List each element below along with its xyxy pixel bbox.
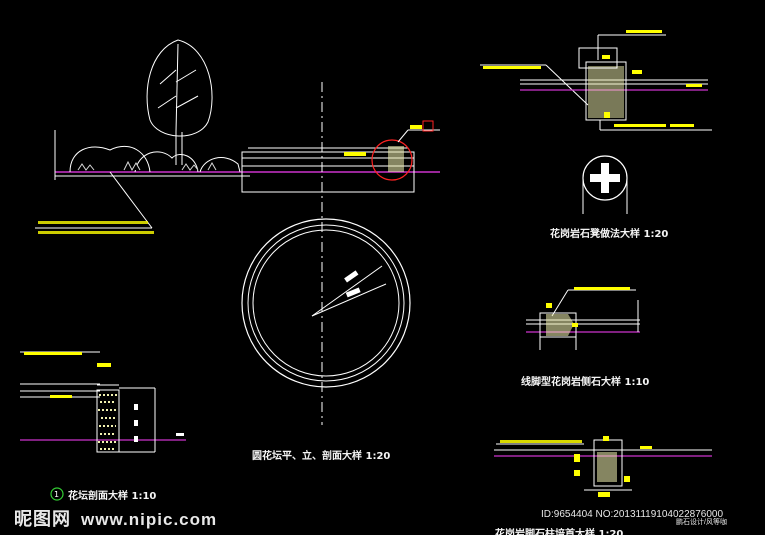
granite-curb-title: 线脚型花岗岩侧石大样 1:10 <box>521 375 649 388</box>
watermark-id-line: ID:9654404 NO:20131119104022876000 <box>541 509 724 520</box>
round-bed-title: 圆花坛平、立、剖面大样 1:20 <box>252 449 390 462</box>
granite-post-detail <box>494 436 712 497</box>
round-bed-plan <box>241 218 411 388</box>
granite-curb-detail <box>526 287 640 350</box>
ground-cover-hatch <box>77 160 217 172</box>
detail-callout-circle <box>371 139 413 181</box>
tree-icon <box>146 39 213 165</box>
rubble-fill-hatch <box>98 394 117 450</box>
granite-stool-detail <box>480 30 712 214</box>
granite-post-title: 花岗岩脚石柱培首大样 1:20 <box>495 527 623 535</box>
granite-stool-title: 花岗岩石凳做法大样 1:20 <box>550 227 668 240</box>
watermark-logo: 昵图网 www.nipic.com <box>14 505 217 531</box>
watermark-url: www.nipic.com <box>81 510 218 529</box>
watermark-author: 鹏石设计/风等咖 <box>676 519 727 526</box>
bed-section-title: 花坛剖面大样 1:10 <box>68 489 156 502</box>
bed-section-index: 1 <box>54 490 59 499</box>
shrub-icon <box>69 145 241 173</box>
watermark-logo-text: 昵图网 <box>14 509 71 529</box>
bed-wall-elevation <box>241 147 415 193</box>
bed-section-detail: 1 <box>20 351 186 501</box>
flower-bed-elevation <box>35 39 440 234</box>
